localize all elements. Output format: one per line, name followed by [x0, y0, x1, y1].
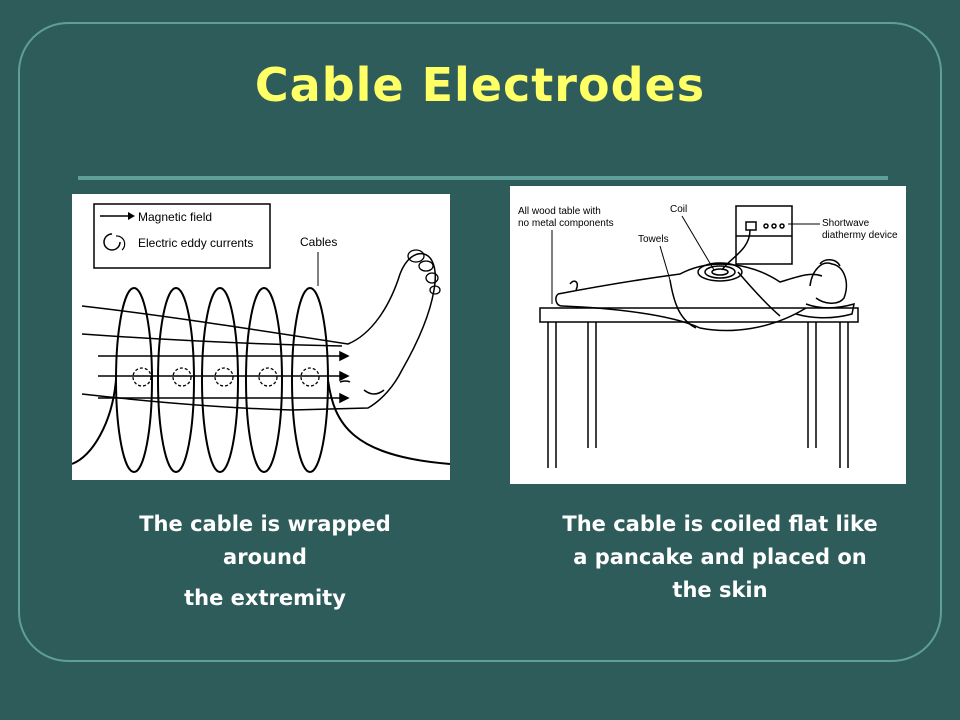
- diathermy-device: [721, 205, 793, 271]
- slide-title: Cable Electrodes: [254, 58, 706, 112]
- cables-label: Cables: [300, 235, 337, 249]
- left-caption-line2: around: [223, 545, 307, 569]
- right-caption-line2: a pancake and placed on: [573, 545, 867, 569]
- pancake-coil: [697, 262, 743, 282]
- left-caption-line3: the extremity: [184, 586, 346, 610]
- legend-eddy-label: Electric eddy currents: [138, 236, 253, 250]
- towels-label: Towels: [638, 234, 669, 245]
- table-label-line2: no metal components: [518, 218, 614, 229]
- leg-outline: [81, 252, 436, 411]
- wood-table: [539, 307, 859, 468]
- device-label-line1: Shortwave: [822, 218, 870, 229]
- slide-frame: [18, 22, 942, 662]
- magnetic-field-arrows: [98, 350, 350, 404]
- left-caption-line1: The cable is wrapped: [139, 512, 391, 536]
- pancake-coil-illustration: All wood table with no metal components …: [518, 204, 898, 468]
- wrapped-cable-figure: Magnetic field Electric eddy currents Ca…: [72, 194, 450, 480]
- left-caption: The cable is wrapped around the extremit…: [110, 508, 420, 615]
- legend-magnetic-label: Magnetic field: [138, 210, 212, 224]
- coil-label: Coil: [670, 204, 687, 215]
- right-caption: The cable is coiled flat like a pancake …: [540, 508, 900, 607]
- cable-coils: [72, 287, 450, 473]
- legend-box: [93, 203, 271, 269]
- eddy-current-icon: [103, 233, 126, 251]
- table-label-line1: All wood table with: [518, 206, 601, 217]
- wrapped-cable-illustration: Magnetic field Electric eddy currents Ca…: [72, 203, 450, 473]
- right-caption-line3: the skin: [672, 578, 768, 602]
- toes: [407, 249, 441, 295]
- title-divider: [78, 176, 888, 180]
- pancake-coil-figure: All wood table with no metal components …: [510, 186, 906, 484]
- device-label-line2: diathermy device: [822, 230, 898, 241]
- right-caption-line1: The cable is coiled flat like: [562, 512, 878, 536]
